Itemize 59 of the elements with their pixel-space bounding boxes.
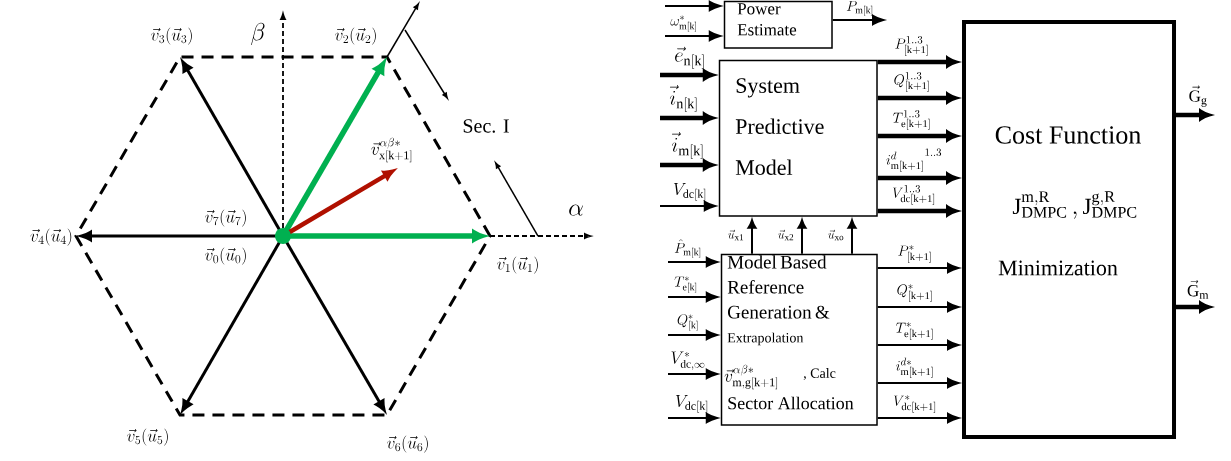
vector-label: $\vec{v}_2(\vec{u}_2)$ — [335, 27, 376, 45]
vector-label: $\vec{v}_1(\vec{u}_1)$ — [497, 256, 538, 274]
vector-label: $\vec{v}_4(\vec{u}_4)$ — [30, 228, 72, 246]
arrow — [797, 219, 807, 255]
edge-label: $\vec{u}_{\mathrm{x2}}$ — [778, 229, 794, 241]
edge-label: $\vec{u}_{\mathrm{x1}}$ — [728, 229, 744, 241]
edge-label: $V_{\mathrm{dc[k+1]}}^{1..3}$ — [892, 184, 935, 205]
edge-label: $\vec{i}_{\mathrm{n[k]}}$ — [669, 85, 697, 112]
edge-label: $P_{[\mathrm{k+1}]}^{1..3}$ — [895, 35, 928, 56]
arrow — [876, 301, 960, 313]
edge-label: $V^{*}_{\mathrm{dc[k+1]}}$ — [893, 395, 936, 413]
edge-label: $Q_{[\mathrm{k+1}]}^{1..3}$ — [894, 71, 929, 92]
arrow — [667, 291, 718, 303]
cost-function-box: Cost Function $\mathrm{J}^{\mathrm{m,R}}_{\mathrm{DMPC}}\,,\mathrm{J}^{\mathrm{g,R}}_{\mathrm{DMPC}}$ Minimization — [962, 20, 1176, 439]
arrow — [876, 339, 960, 351]
edge-label: $T^{*}_{\mathrm{e[k+1]}}$ — [896, 322, 933, 340]
axis-label: $\beta$ — [251, 22, 265, 46]
arrow — [664, 30, 721, 42]
arrow — [831, 14, 885, 26]
edge-label: $\vec{\mathrm{G}}_{\mathrm{g}}$ — [1189, 85, 1207, 107]
model-box: System Predictive Model — [718, 59, 878, 217]
edge-label: $\vec{\mathrm{G}}_{\mathrm{m}}$ — [1187, 280, 1209, 299]
edge-label: $P_{\mathrm{m[k]}}$ — [846, 0, 873, 16]
model-box: Model Based Reference Generation & Extrapolation $\vec{v}^{\alpha\beta*}_{\mathrm{m,g[k+1]}}$ , Calc Sector Allocation — [720, 253, 878, 426]
edge-label: $V_{\mathrm{dc[k]}}$ — [673, 182, 706, 201]
edge-label: $T_{\mathrm{e[k+1]}}^{1..3}$ — [893, 109, 930, 130]
sector-label: Sec. I — [463, 119, 509, 133]
arrow — [747, 219, 757, 255]
vector-label: $\vec{v}_6(\vec{u}_6)$ — [387, 435, 428, 453]
edge-label: $\vec{e}_{\mathrm{n[k]}}$ — [675, 46, 704, 69]
arrow — [659, 200, 716, 212]
axis-label: $\alpha$ — [569, 204, 583, 216]
edge-label: $i^{d*}_{\mathrm{m[k+1]}}$ — [896, 357, 933, 378]
arrow — [876, 262, 960, 274]
arrow — [667, 412, 718, 424]
edge-label: $V^{*}_{\mathrm{dc},\infty}$ — [671, 351, 705, 370]
edge-label: $T^{*}_{\mathrm{e[k]}}$ — [674, 276, 697, 293]
vector-label: $\vec{v}^{\alpha\beta*}_{\mathrm{x[k+1]}}$ — [371, 137, 412, 163]
vector-label: $\vec{v}_0(\vec{u}_0)$ — [205, 247, 246, 265]
vector-label: $\vec{v}_7(\vec{u}_7)$ — [205, 209, 246, 227]
arrow — [667, 329, 718, 341]
arrow — [667, 368, 718, 380]
edge-label: $Q^{*}_{[\mathrm{k+1}]}$ — [897, 284, 932, 302]
arrow — [664, 0, 721, 12]
edge-label: $\vec{u}_{\mathrm{xo}}$ — [828, 229, 844, 241]
estimator-box: Power Estimate — [723, 0, 833, 49]
arrow — [667, 256, 718, 268]
edge-label: ${i^{d}_{\mathrm{m[k+1]}}}^{1..3}$ — [886, 148, 942, 172]
edge-label: $\omega^{*}_{\mathrm{m[k]}}$ — [670, 15, 696, 32]
arrow — [876, 377, 960, 389]
vector-label: $\vec{v}_3(\vec{u}_3)$ — [151, 27, 192, 45]
vector-label: $\vec{v}_5(\vec{u}_5)$ — [127, 428, 168, 446]
edge-label: $\hat{P}_{\mathrm{m[k]}}$ — [674, 239, 701, 258]
arrow — [847, 219, 857, 255]
edge-label: $\vec{i}_{\mathrm{m[k]}}$ — [671, 132, 703, 159]
arrow — [876, 412, 960, 424]
edge-label: $Q^{*}_{[\mathrm{k}]}$ — [677, 314, 698, 331]
edge-label: $V_{\mathrm{dc[k]}}$ — [675, 394, 708, 413]
edge-label: $P^{*}_{[\mathrm{k+1}]}$ — [898, 245, 931, 263]
